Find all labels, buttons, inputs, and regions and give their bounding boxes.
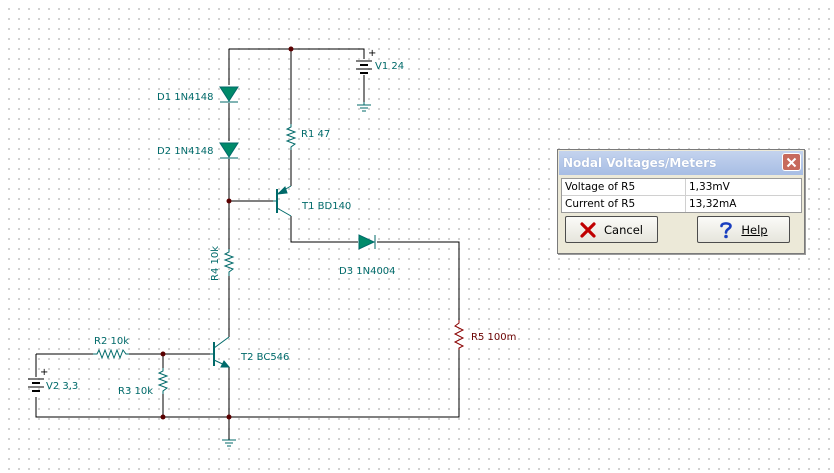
label-v1: V1 24 [375, 61, 404, 72]
transistor-t1[interactable] [273, 185, 292, 217]
label-r1: R1 47 [301, 129, 330, 140]
meter-grid: Voltage of R5 1,33mV Current of R5 13,32… [561, 178, 802, 213]
cancel-label: Cancel [604, 222, 643, 237]
transistor-t2[interactable] [210, 336, 231, 368]
battery-v2[interactable]: + [28, 367, 48, 392]
label-t2: T2 BC546 [240, 352, 289, 363]
help-label: Help [741, 222, 768, 237]
row-value: 13,32mA [689, 198, 737, 210]
table-row[interactable]: Current of R5 13,32mA [562, 196, 801, 212]
row-value: 1,33mV [689, 181, 730, 193]
resistor-r4[interactable] [223, 249, 235, 276]
v1-plus-sign: + [368, 48, 376, 59]
help-question-icon [720, 221, 733, 238]
table-row[interactable]: Voltage of R5 1,33mV [562, 179, 801, 196]
label-t1: T1 BD140 [301, 201, 351, 212]
ground-main [222, 439, 236, 447]
junctions [160, 46, 294, 420]
row-name: Current of R5 [562, 196, 686, 212]
label-r4: R4 10k [210, 246, 221, 281]
diode-d3[interactable] [358, 234, 376, 250]
help-button[interactable]: Help [697, 216, 790, 243]
ground-v1 [357, 102, 371, 112]
cancel-button[interactable]: Cancel [565, 216, 658, 243]
row-name: Voltage of R5 [562, 179, 686, 195]
resistor-r2[interactable] [93, 348, 129, 360]
label-r5: R5 100m [471, 332, 516, 343]
label-d2: D2 1N4148 [157, 146, 214, 157]
diode-d1[interactable] [219, 86, 239, 103]
label-v2: V2 3,3 [46, 381, 78, 392]
nodal-voltages-dialog: Nodal Voltages/Meters Voltage of R5 1,33… [557, 149, 805, 254]
diode-d2[interactable] [219, 142, 239, 159]
cancel-x-icon [580, 221, 596, 238]
resistor-r1[interactable] [285, 124, 297, 150]
dialog-title: Nodal Voltages/Meters [559, 151, 803, 175]
label-r3: R3 10k [118, 386, 153, 397]
close-button[interactable] [782, 153, 801, 171]
label-d1: D1 1N4148 [157, 92, 214, 103]
battery-v1[interactable]: + [356, 48, 376, 74]
v2-plus-sign: + [40, 367, 48, 378]
close-icon [786, 157, 797, 167]
resistor-r3[interactable] [157, 368, 169, 394]
wires [35, 48, 460, 440]
label-d3: D3 1N4004 [339, 266, 396, 277]
label-r2: R2 10k [94, 336, 129, 347]
resistor-r5[interactable] [453, 320, 465, 350]
